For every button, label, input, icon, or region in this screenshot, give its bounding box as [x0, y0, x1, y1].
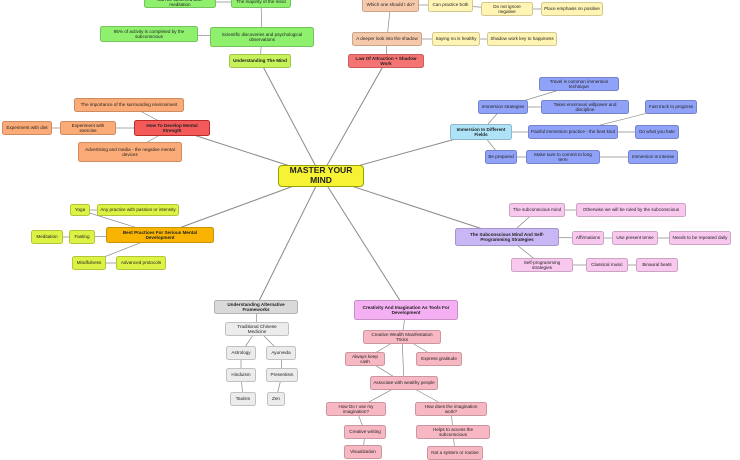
node-deeper-look-shadow[interactable]: A deeper look into the shadow: [352, 32, 422, 46]
node-otherwise-ruled[interactable]: Otherwise we will be ruled by the subcon…: [576, 203, 686, 217]
node-practice-both[interactable]: Can practice both: [428, 0, 473, 12]
node-tcm[interactable]: Traditional Chinese Medicine: [225, 322, 289, 336]
node-zen[interactable]: Zen: [267, 392, 285, 406]
node-subconscious-mind[interactable]: The subconscious mind: [509, 203, 565, 217]
node-be-prepared[interactable]: Be prepared: [485, 150, 517, 164]
node-self-programming[interactable]: Self-programming strategies: [511, 258, 573, 272]
branch-best-practices[interactable]: Best Practices For Serious Mental Develo…: [106, 227, 214, 243]
node-do-what-you-hate[interactable]: Do what you hate: [635, 125, 679, 139]
node-classical-music[interactable]: Classical music: [586, 258, 628, 272]
connector-center-topic-to-branch-law-of-attraction: [320, 60, 387, 177]
node-visualization[interactable]: Visualization: [344, 445, 382, 459]
node-experiment-exercise[interactable]: Experiment with exercise: [60, 121, 116, 135]
branch-understanding-mind[interactable]: Understanding The Mind: [229, 54, 291, 68]
node-subconscious-95[interactable]: 95% of activity is completed by the subc…: [100, 26, 198, 42]
node-saying-no-healthy[interactable]: Saying no is healthy: [432, 32, 480, 46]
node-importance-environment[interactable]: The importance of the surrounding enviro…: [74, 98, 184, 112]
branch-immersion[interactable]: Immersion In Different Fields: [450, 124, 512, 140]
node-hinduism[interactable]: Hinduism: [226, 368, 256, 382]
node-keep-cash[interactable]: Always keep cash: [345, 352, 385, 366]
node-yoga[interactable]: Yoga: [70, 204, 90, 216]
connector-node-creative-wealth-to-node-associate-wealthy: [401, 336, 405, 384]
node-emphasis-positive[interactable]: Place emphasis on positive: [541, 2, 603, 16]
node-taoism[interactable]: Taoism: [230, 392, 256, 406]
connector-center-topic-to-branch-creativity: [320, 175, 407, 311]
node-fasting[interactable]: Fasting: [69, 230, 95, 244]
node-painful-immersion[interactable]: Painful immersion practice - the best ki…: [528, 125, 618, 139]
node-travel[interactable]: Travel is common immersion technique: [539, 77, 619, 91]
branch-law-of-attraction[interactable]: Law Of Attraction + Shadow Work: [348, 54, 424, 68]
node-how-use-imagination[interactable]: How Do I use my imagination?: [326, 402, 386, 416]
node-creative-writing[interactable]: Creative writing: [344, 425, 386, 439]
node-willpower[interactable]: Takes enormous willpower and discipline: [541, 100, 629, 114]
node-experiment-diet[interactable]: Experiment with diet: [2, 121, 52, 135]
node-any-practice[interactable]: Any practice with passion or intensity: [97, 204, 179, 216]
node-immersion-intense[interactable]: Immersion is intense: [628, 150, 678, 164]
center-topic[interactable]: MASTER YOUR MIND: [278, 165, 364, 187]
node-express-gratitude[interactable]: Express gratitude: [416, 352, 462, 366]
node-creative-wealth[interactable]: Creative Wealth Manifestation Tricks: [363, 330, 441, 344]
node-ayurveda[interactable]: Ayurveda: [266, 346, 296, 360]
node-which-one[interactable]: Which one should I do?: [362, 0, 419, 12]
node-affirmations[interactable]: Affirmations: [572, 231, 604, 245]
node-commit-long-term[interactable]: Make sure to commit to long term: [526, 150, 600, 164]
node-immersion-strategies[interactable]: Immersion strategies: [478, 100, 528, 114]
node-shadow-work-happiness[interactable]: Shadow work key to happiness: [487, 32, 557, 46]
node-meditation[interactable]: Meditation: [31, 230, 63, 244]
node-presentism[interactable]: Presentism: [266, 368, 298, 382]
node-repeated-daily[interactable]: Needs to be repeated daily: [669, 231, 731, 245]
node-advertising-media[interactable]: Advertising and media - the negative men…: [78, 142, 182, 162]
node-advanced-protocols[interactable]: Advanced protocols: [116, 256, 166, 270]
node-fast-track[interactable]: Fast track to progress: [645, 100, 697, 114]
node-do-not-ignore-negative[interactable]: Do not ignore negative: [481, 2, 533, 16]
node-not-system[interactable]: Not a system or routine: [427, 446, 483, 460]
node-binaural-beats[interactable]: Binaural beats: [636, 258, 678, 272]
node-astrology[interactable]: Astrology: [226, 346, 256, 360]
connector-center-topic-to-branch-understanding-mind: [259, 60, 322, 177]
node-associate-wealthy[interactable]: Associate with wealthy people: [370, 376, 438, 390]
node-mindfulness[interactable]: Mindfulness: [72, 256, 106, 270]
node-scientific-observations[interactable]: Scientific discoveries and psychological…: [210, 27, 314, 47]
node-majority-of-mind[interactable]: The majority of the mind: [231, 0, 291, 8]
node-present-tense[interactable]: Use present tense: [612, 231, 658, 245]
node-helps-access-subconscious[interactable]: Helps to access the subconscious: [416, 425, 490, 439]
branch-mental-strength[interactable]: How To Develop Mental Strength: [134, 120, 210, 136]
node-how-imagination-works[interactable]: How does the imagination work?: [415, 402, 487, 416]
node-observed-after-meditation[interactable]: Can be observed after meditation: [144, 0, 216, 8]
branch-subconscious[interactable]: The Subconscious Mind And Self-Programmi…: [455, 228, 559, 246]
branch-creativity[interactable]: Creativity And Imagination As Tools For …: [354, 300, 458, 320]
branch-alt-frameworks[interactable]: Understanding Alternative Frameworks: [214, 300, 298, 314]
connector-center-topic-to-branch-alt-frameworks: [255, 175, 322, 308]
